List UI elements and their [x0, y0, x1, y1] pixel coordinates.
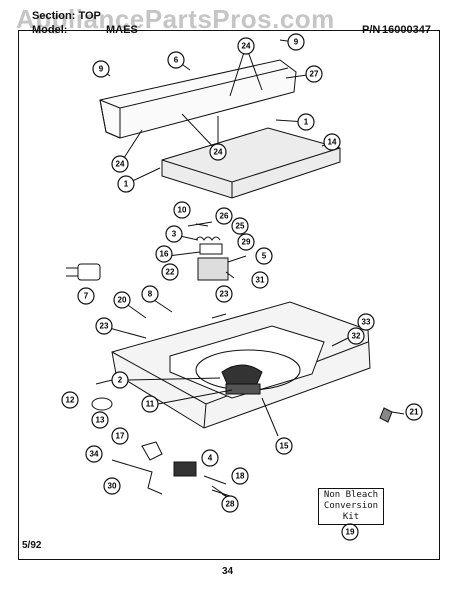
svg-text:23: 23 — [220, 290, 229, 299]
non-bleach-kit-note: Non Bleach Conversion Kit — [318, 488, 384, 525]
ring-clamp — [91, 397, 113, 411]
callout-8: 8 — [141, 285, 159, 303]
callout-17: 17 — [111, 427, 129, 445]
svg-text:31: 31 — [256, 276, 265, 285]
callout-33: 33 — [357, 313, 375, 331]
svg-text:21: 21 — [410, 408, 419, 417]
svg-text:10: 10 — [178, 206, 187, 215]
svg-text:9: 9 — [99, 65, 104, 74]
callout-31: 31 — [251, 271, 269, 289]
svg-text:33: 33 — [362, 318, 371, 327]
callout-11: 11 — [141, 395, 159, 413]
switch-assembly — [187, 221, 229, 281]
power-plug — [66, 263, 101, 281]
callout-6: 6 — [167, 51, 185, 69]
callout-9b: 9 — [287, 33, 305, 51]
callout-24a: 24 — [237, 37, 255, 55]
callout-20: 20 — [113, 291, 131, 309]
callout-15: 15 — [275, 437, 293, 455]
actuator-rod — [111, 459, 163, 495]
svg-text:19: 19 — [346, 528, 355, 537]
svg-text:24: 24 — [116, 160, 125, 169]
page-number: 34 — [222, 566, 234, 577]
callout-19: 19 — [341, 523, 359, 541]
svg-text:2: 2 — [118, 376, 123, 385]
bleach-dispenser — [221, 364, 263, 395]
svg-text:1: 1 — [124, 180, 129, 189]
svg-text:26: 26 — [220, 212, 229, 221]
svg-text:24: 24 — [214, 148, 223, 157]
svg-text:29: 29 — [242, 238, 251, 247]
callout-34: 34 — [85, 445, 103, 463]
callout-25: 25 — [231, 217, 249, 235]
note-line-1: Non Bleach — [323, 490, 379, 500]
svg-text:24: 24 — [242, 42, 251, 51]
svg-text:1: 1 — [304, 118, 309, 127]
callout-10: 10 — [173, 201, 191, 219]
hinge-bracket — [141, 441, 163, 461]
callout-9a: 9 — [92, 60, 110, 78]
callout-22: 22 — [161, 263, 179, 281]
leveling-leg — [379, 407, 393, 423]
svg-text:22: 22 — [166, 268, 175, 277]
svg-text:18: 18 — [236, 472, 245, 481]
note-line-3: Kit — [342, 512, 360, 522]
callout-24b: 24 — [111, 155, 129, 173]
callout-26: 26 — [215, 207, 233, 225]
svg-text:12: 12 — [66, 396, 75, 405]
svg-text:5: 5 — [262, 252, 267, 261]
svg-text:7: 7 — [84, 292, 89, 301]
callout-12: 12 — [61, 391, 79, 409]
callout-29: 29 — [237, 233, 255, 251]
callout-30: 30 — [103, 477, 121, 495]
callout-24c: 24 — [209, 143, 227, 161]
svg-text:6: 6 — [174, 56, 179, 65]
svg-text:8: 8 — [148, 290, 153, 299]
callout-23b: 23 — [95, 317, 113, 335]
lid-switch — [173, 461, 197, 477]
callout-5: 5 — [255, 247, 273, 265]
svg-text:16: 16 — [160, 250, 169, 259]
svg-text:9: 9 — [294, 38, 299, 47]
note-line-2: Conversion — [323, 501, 379, 511]
svg-text:23: 23 — [100, 322, 109, 331]
callout-27: 27 — [305, 65, 323, 83]
svg-text:32: 32 — [352, 332, 361, 341]
callout-1b: 1 — [117, 175, 135, 193]
callout-3: 3 — [165, 225, 183, 243]
svg-text:34: 34 — [90, 450, 99, 459]
callout-23a: 23 — [215, 285, 233, 303]
svg-text:30: 30 — [108, 482, 117, 491]
lid — [161, 127, 341, 199]
svg-text:14: 14 — [328, 138, 337, 147]
screw-a — [203, 475, 227, 485]
callout-7: 7 — [77, 287, 95, 305]
svg-text:4: 4 — [208, 454, 213, 463]
callout-16: 16 — [155, 245, 173, 263]
section-label: Section: TOP — [32, 10, 101, 22]
callout-21: 21 — [405, 403, 423, 421]
svg-text:11: 11 — [146, 400, 155, 409]
callout-18: 18 — [231, 467, 249, 485]
diagram-frame — [18, 30, 440, 560]
revision-date: 5/92 — [22, 540, 42, 551]
console-panel — [99, 59, 297, 139]
svg-text:13: 13 — [96, 416, 105, 425]
svg-text:20: 20 — [118, 296, 127, 305]
svg-text:15: 15 — [280, 442, 289, 451]
callout-4: 4 — [201, 449, 219, 467]
callout-13: 13 — [91, 411, 109, 429]
svg-text:17: 17 — [116, 432, 125, 441]
watermark: AppliancePartsPros.com — [16, 4, 335, 34]
callout-1a: 1 — [297, 113, 315, 131]
callout-2: 2 — [111, 371, 129, 389]
callout-32: 32 — [347, 327, 365, 345]
svg-text:28: 28 — [226, 500, 235, 509]
svg-text:25: 25 — [236, 222, 245, 231]
svg-text:27: 27 — [310, 70, 319, 79]
callout-14: 14 — [323, 133, 341, 151]
callout-28a: 28 — [221, 495, 239, 513]
svg-text:3: 3 — [172, 230, 177, 239]
